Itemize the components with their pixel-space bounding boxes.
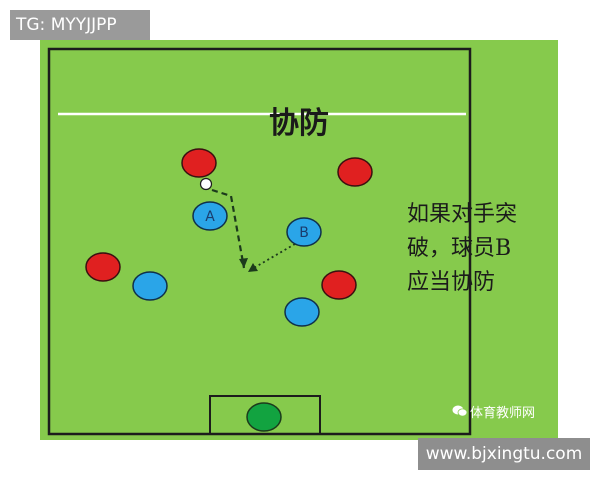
teammate-player: [284, 297, 320, 327]
ball: [199, 177, 213, 191]
note-line: 如果对手突: [407, 202, 518, 227]
cover-run-arrowhead: [248, 263, 258, 272]
note-line: 应当协防: [407, 270, 496, 295]
cover-run-arrow: [251, 243, 296, 270]
opponent-player: [337, 157, 373, 187]
pitch: A B 协防 如果对手突 破，球员B 应当协防 体育教师网: [40, 40, 558, 440]
dribble-arrowhead: [239, 258, 248, 268]
goalkeeper: [246, 402, 282, 432]
coaching-note: 如果对手突 破，球员B 应当协防: [407, 198, 527, 300]
opponent-player: [85, 252, 121, 282]
source-url: www.bjxingtu.com: [418, 438, 590, 470]
opponent-player: [321, 270, 357, 300]
player-b-label: B: [299, 225, 309, 241]
player-b: [286, 217, 322, 247]
note-line: 破，球员B: [407, 236, 512, 261]
diagram-title: 协防: [269, 106, 329, 141]
player-a: [192, 201, 228, 231]
pitch-drawing: A B: [47, 47, 472, 436]
teammate-player: [132, 271, 168, 301]
player-a-label: A: [205, 209, 215, 225]
source-tag: TG: MYYJJPP: [10, 10, 150, 40]
watermark-text: 体育教师网: [470, 406, 536, 421]
watermark: 体育教师网: [452, 404, 535, 424]
wechat-icon: [452, 405, 468, 419]
opponent-player: [181, 148, 217, 178]
goal-box: [209, 395, 321, 435]
